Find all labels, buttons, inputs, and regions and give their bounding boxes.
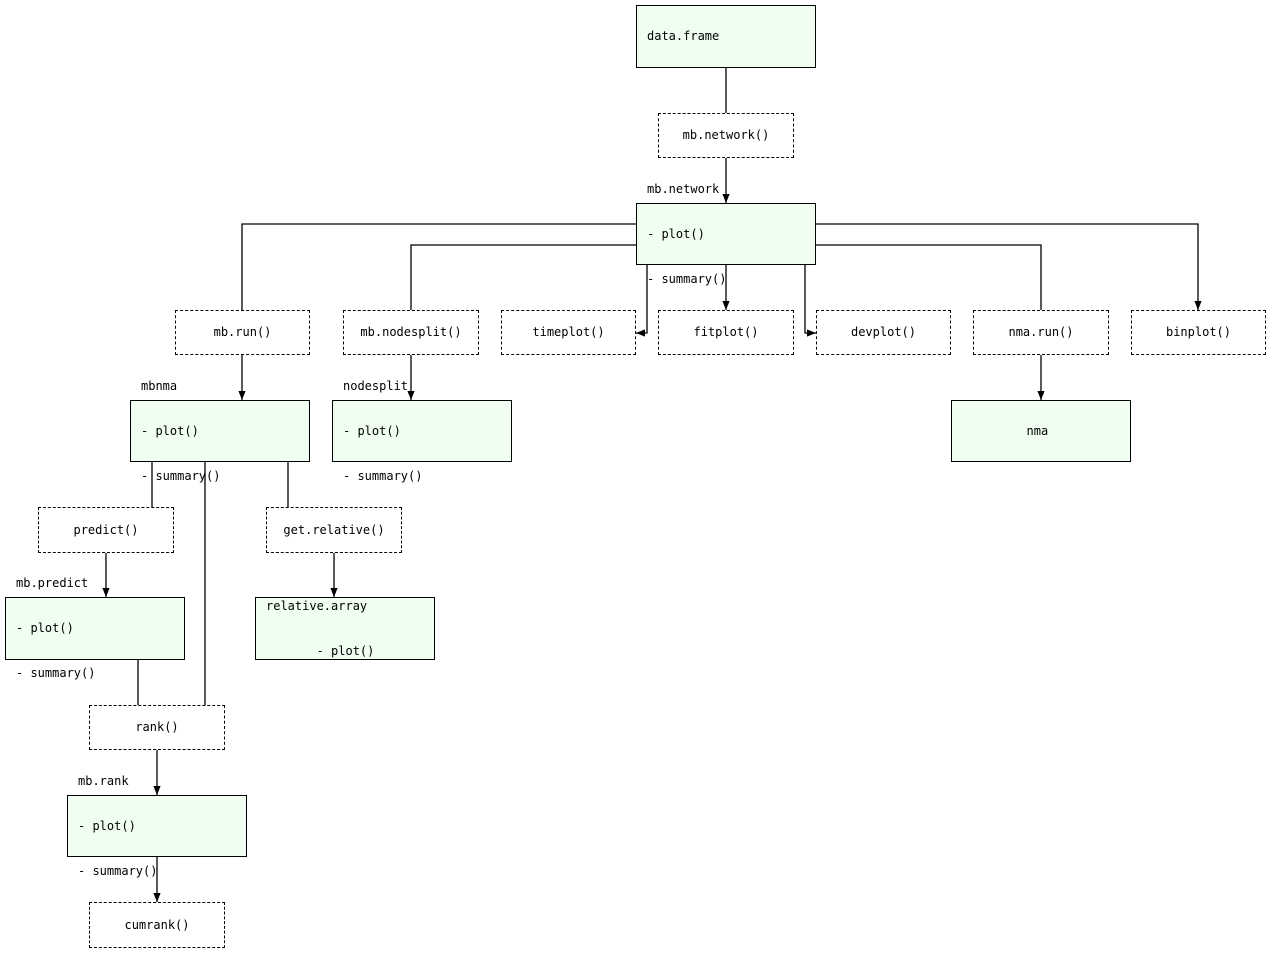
node-predict-function-label: predict()	[73, 522, 139, 537]
node-predict-function: predict()	[38, 507, 174, 553]
node-nodesplit-method-summary: - summary()	[343, 468, 423, 483]
node-mb-network-method-plot: - plot()	[647, 226, 705, 241]
node-cumrank-function-label: cumrank()	[124, 917, 190, 932]
node-binplot-function-label: binplot()	[1165, 325, 1232, 339]
node-mb-network-function: mb.network()	[658, 113, 794, 158]
node-fitplot-function: fitplot()	[658, 310, 794, 355]
edge-mbnetwork-to-devplot	[804, 265, 816, 337]
node-mb-network-function-label: mb.network()	[682, 128, 770, 142]
node-mb-rank: mb.rank - plot() - summary()	[67, 774, 247, 878]
node-mb-network-method-summary: - summary()	[647, 271, 727, 286]
node-get-relative-function-label: get.relative()	[283, 522, 385, 537]
node-nma-title: nma	[1026, 423, 1049, 438]
node-get-relative-function: get.relative()	[266, 507, 402, 553]
node-mbnma-method-plot: - plot()	[141, 423, 199, 438]
node-nma-run-function-label: nma.run()	[1008, 325, 1074, 339]
node-mb-predict-title: mb.predict	[16, 576, 89, 590]
node-timeplot-function: timeplot()	[501, 310, 636, 355]
node-devplot-function: devplot()	[816, 310, 951, 355]
node-mb-network: mb.network - plot() - summary()	[636, 182, 816, 286]
node-mb-predict-method-plot: - plot()	[16, 621, 74, 635]
node-mb-rank-title: mb.rank	[78, 773, 129, 788]
node-nodesplit-method-plot: - plot()	[343, 423, 401, 438]
node-data-frame-label: data.frame	[647, 29, 720, 43]
node-binplot-function: binplot()	[1131, 310, 1266, 355]
node-mb-rank-method-plot: - plot()	[78, 818, 136, 833]
edge-mbnetwork-to-timeplot	[636, 265, 648, 337]
node-relative-array-method-plot: - plot()	[266, 643, 375, 658]
node-mbnma-method-summary: - summary()	[141, 468, 221, 483]
node-mbnma: mbnma - plot() - summary()	[130, 379, 310, 483]
edge-mbnetwork-to-mbrun	[241, 223, 636, 310]
node-mb-rank-method-summary: - summary()	[78, 863, 158, 878]
node-nodesplit: nodesplit - plot() - summary()	[332, 379, 512, 483]
edge-mbnetwork-to-mbnodesplit	[410, 244, 636, 310]
node-mb-network-title: mb.network	[647, 181, 720, 196]
edge-mbnetwork-to-nmarun	[816, 244, 1042, 310]
node-nodesplit-title: nodesplit	[343, 378, 409, 393]
node-rank-function-label: rank()	[135, 720, 179, 734]
node-mb-predict: mb.predict - plot() - summary()	[5, 576, 185, 680]
node-relative-array-title: relative.array	[266, 598, 368, 613]
node-cumrank-function: cumrank()	[89, 902, 225, 948]
node-devplot-function-label: devplot()	[850, 325, 917, 339]
node-data-frame: data.frame	[636, 5, 816, 68]
node-nma-run-function: nma.run()	[973, 310, 1109, 355]
edge-mbnetwork-to-binplot	[816, 223, 1202, 310]
node-mb-run-function-label: mb.run()	[213, 325, 272, 339]
node-fitplot-function-label: fitplot()	[693, 325, 759, 339]
node-mb-nodesplit-function: mb.nodesplit()	[343, 310, 479, 355]
node-mb-nodesplit-function-label: mb.nodesplit()	[360, 325, 462, 339]
node-mb-run-function: mb.run()	[175, 310, 310, 355]
node-mbnma-title: mbnma	[141, 378, 178, 393]
node-relative-array: relative.array - plot()	[255, 597, 435, 660]
node-rank-function: rank()	[89, 705, 225, 750]
node-nma: nma	[951, 400, 1131, 462]
node-timeplot-function-label: timeplot()	[532, 325, 605, 339]
node-mb-predict-method-summary: - summary()	[16, 666, 96, 680]
